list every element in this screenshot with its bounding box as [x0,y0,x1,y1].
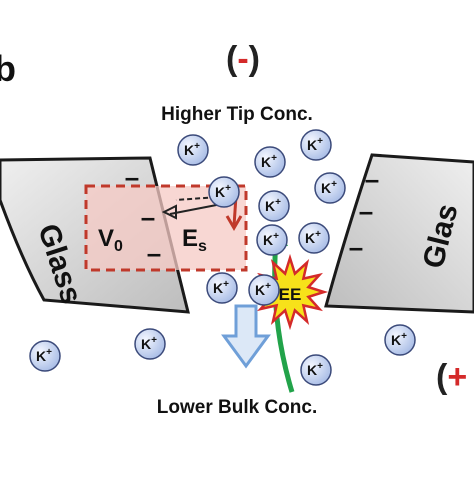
k-ion-label: K+ [307,136,323,153]
charges-layer: –––––– [125,162,379,268]
k-ion-label: K+ [184,141,200,158]
k-ion-label: K+ [215,183,231,200]
k-ion: K+ [254,146,286,178]
es-main: E [182,225,198,252]
v0-label: V0 [98,225,123,255]
k-ion-circle [256,224,288,256]
k-ion-circle [384,324,416,356]
ions-layer: K+ K+ K+ K+ K+ K+ K+ K+ K+ K+ K+ K+ K+ K+ [29,129,416,386]
bottom-polarity-sign: (+ [436,358,467,397]
k-ion: K+ [384,324,416,356]
k-ion: K+ [206,272,238,304]
k-ion-label: K+ [321,179,337,196]
k-ion-label: K+ [263,231,279,248]
k-ion: K+ [208,176,240,208]
top-sign-symbol: - [237,40,249,78]
es-subscript: s [198,238,207,255]
k-ion-label: K+ [307,361,323,378]
k-ion-circle [248,274,280,306]
k-ion-label: K+ [391,331,407,348]
bottom-sign-open: ( [436,358,448,396]
k-ion: K+ [300,354,332,386]
k-ion: K+ [300,129,332,161]
k-ion-label: K+ [255,281,271,298]
k-ion: K+ [134,328,166,360]
k-ion: K+ [298,222,330,254]
right-glass-wall [324,153,474,314]
panel-letter: b [0,48,16,89]
ee-label: EE [279,285,302,304]
bottom-sign-symbol: + [447,358,468,396]
top-sign-close: ) [248,40,260,78]
v0-main: V [98,225,114,252]
k-ion-circle [258,190,290,222]
k-ion-circle [300,354,332,386]
v0-subscript: 0 [114,238,123,255]
surface-charge: – [349,232,363,262]
k-ion-circle [298,222,330,254]
k-ion-label: K+ [141,335,157,352]
higher-tip-conc-label: Higher Tip Conc. [161,104,313,125]
k-ion: K+ [256,224,288,256]
k-ion-circle [300,129,332,161]
top-sign-open: ( [226,40,238,78]
k-ion-label: K+ [213,279,229,296]
surface-charge: – [141,202,155,232]
k-ion: K+ [248,274,280,306]
surface-charge: – [359,196,373,226]
surface-charge: – [147,238,161,268]
top-polarity-sign: (-) [226,40,260,79]
k-ion: K+ [314,172,346,204]
k-ion-circle [206,272,238,304]
k-ion-circle [134,328,166,360]
k-ion: K+ [177,134,209,166]
k-ion-label: K+ [261,153,277,170]
es-label: Es [182,225,207,255]
bulk-flow-arrow [221,304,271,369]
k-ion-label: K+ [305,229,321,246]
k-ion-label: K+ [36,347,52,364]
k-ion-circle [29,340,61,372]
surface-charge: – [125,162,139,192]
surface-charge: – [365,164,379,194]
k-ion: K+ [258,190,290,222]
k-ion-circle [314,172,346,204]
double-layer-box [84,184,248,272]
lower-bulk-conc-label: Lower Bulk Conc. [156,397,318,418]
k-ion: K+ [29,340,61,372]
k-ion-circle [177,134,209,166]
field-arrow-head [161,204,177,220]
k-ion-circle [208,176,240,208]
field-arrow-red-head [225,215,243,231]
k-ion-circle [254,146,286,178]
k-ion-label: K+ [265,197,281,214]
